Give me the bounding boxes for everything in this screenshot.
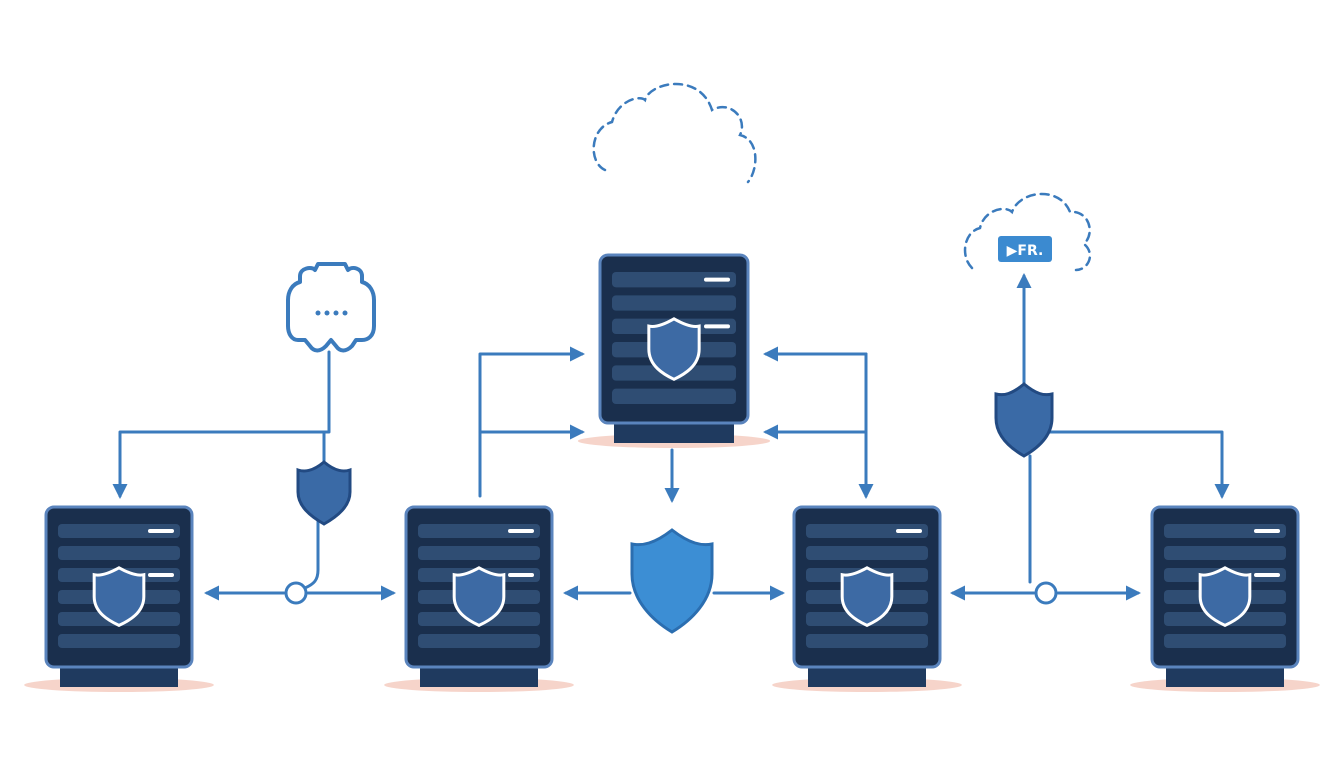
junction-node [284,581,308,605]
junction-node [1034,581,1058,605]
server-slot [418,524,540,538]
servers [24,253,1320,692]
server-led [704,324,730,329]
shield-icon [840,566,894,628]
server-led [508,529,534,533]
server-slot [806,546,928,560]
server-slot [612,388,736,404]
shield-icon [1198,566,1252,628]
server-led [1254,529,1280,533]
server-led [1254,573,1280,577]
server-icon [24,505,214,692]
connector-line [112,350,331,499]
server-icon [577,253,771,448]
connections [112,273,1230,601]
server-slot [612,295,736,311]
badge-label: ▶FR. [1007,243,1044,259]
server-slot [418,546,540,560]
server-led [508,573,534,577]
server-led [704,277,730,282]
server-slot [806,524,928,538]
shield-icon [647,317,701,381]
server-led [148,529,174,533]
server-slot [806,634,928,648]
cloud-badge-group: ▶FR. [963,192,1092,272]
server-icon [1130,505,1320,692]
cloud-dashed-icon [592,82,757,184]
router-hub-icon [286,262,376,353]
shield-icon [296,460,352,526]
server-slot [418,634,540,648]
server-slot [1164,546,1286,560]
connector-line [478,346,585,498]
server-icon [772,505,962,692]
server-slot [58,524,180,538]
shield-icon [92,566,146,628]
shield-icon [452,566,506,628]
badge [998,236,1052,262]
server-led [896,529,922,533]
shield-icon [994,382,1054,458]
shield-icon [630,528,714,634]
connector-line [303,518,320,590]
server-slot [612,272,736,288]
server-icon [384,505,574,692]
server-slot [1164,524,1286,538]
connector-line [1028,430,1230,499]
server-led [148,573,174,577]
server-slot [58,634,180,648]
cloud-dashed-icon [963,192,1092,272]
server-slot [1164,634,1286,648]
server-slot [58,546,180,560]
